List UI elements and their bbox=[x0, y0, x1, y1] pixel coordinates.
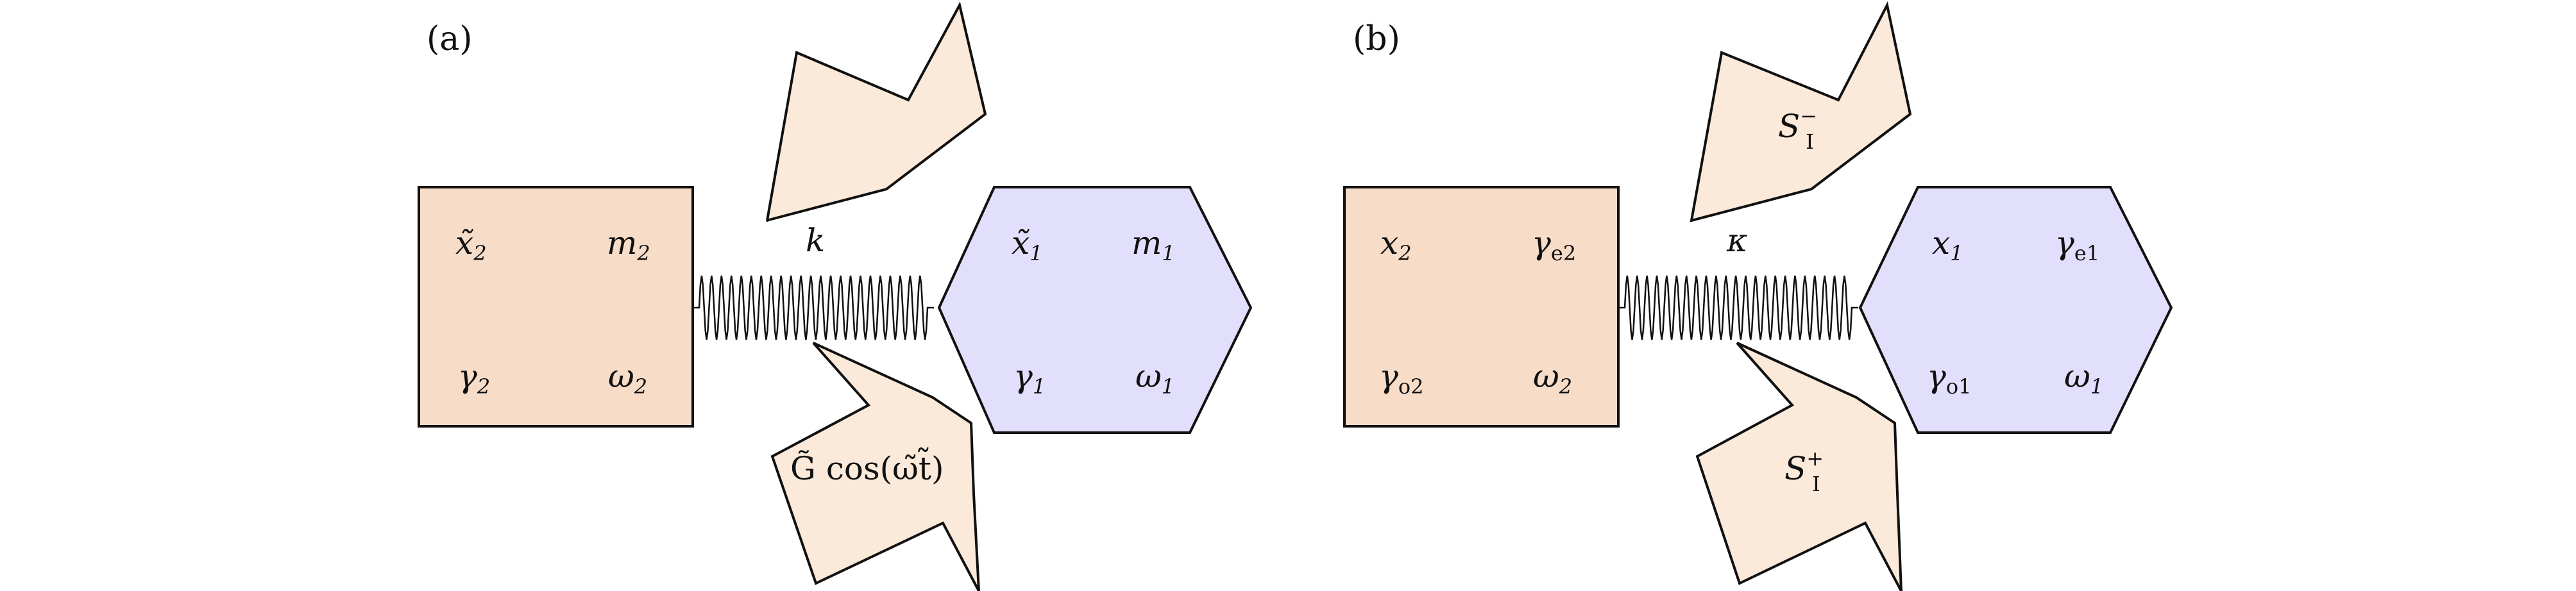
oscillator-1-hexagon-b bbox=[1858, 186, 2173, 434]
spring-a bbox=[693, 275, 934, 340]
spring-b-label: κ bbox=[1726, 222, 1748, 259]
spring-a-label: k bbox=[806, 222, 825, 259]
square-top-right-label: m2 bbox=[607, 224, 650, 265]
panel-a-tag: (a) bbox=[427, 20, 473, 58]
hexagon-b-bottom-right-label: ω1 bbox=[2064, 358, 2103, 399]
square-bottom-left-label: γ2 bbox=[458, 358, 490, 399]
square-b-bottom-left-label: γo2 bbox=[1379, 358, 1424, 399]
input-arrow-b-label: S+I bbox=[1784, 446, 1824, 496]
hexagon-bottom-right-label: ω1 bbox=[1135, 358, 1174, 399]
output-arrow bbox=[766, 1, 987, 222]
oscillator-2-square bbox=[418, 186, 694, 428]
spring-b bbox=[1618, 275, 1858, 340]
square-b-bottom-right-label: ω2 bbox=[1533, 358, 1572, 399]
hexagon-b-top-left-label: x1 bbox=[1932, 224, 1963, 265]
oscillator-2-square-b bbox=[1343, 186, 1620, 428]
oscillator-1-params: x̃1 m1 γ1 ω1 bbox=[1012, 224, 1175, 399]
oscillator-1-hexagon bbox=[937, 186, 1253, 434]
panel-b: (b) S−I x2 γe2 γo2 ω2 κ S+I bbox=[1343, 1, 2173, 591]
hexagon-top-left-label: x̃1 bbox=[1012, 224, 1043, 265]
square-bottom-right-label: ω2 bbox=[608, 358, 647, 399]
oscillator-2-params-b: x2 γe2 γo2 ω2 bbox=[1379, 224, 1576, 399]
oscillator-2-params: x̃2 m2 γ2 ω2 bbox=[455, 224, 650, 399]
input-arrow bbox=[770, 342, 980, 591]
output-arrow-b-label: S−I bbox=[1778, 104, 1817, 154]
oscillator-1-params-b: x1 γe1 γo1 ω1 bbox=[1927, 224, 2103, 399]
input-arrow-b bbox=[1695, 342, 1902, 591]
square-b-top-left-label: x2 bbox=[1380, 224, 1412, 265]
panel-b-tag: (b) bbox=[1353, 20, 1400, 58]
output-arrow-b bbox=[1690, 1, 1912, 222]
hexagon-bottom-left-label: γ1 bbox=[1013, 358, 1046, 399]
input-arrow-label: G̃ cos(ω̃t̃) bbox=[790, 447, 944, 487]
square-b-top-right-label: γe2 bbox=[1532, 224, 1576, 265]
panel-a: (a) x̃2 m2 γ2 ω2 k bbox=[418, 1, 1253, 591]
hexagon-top-right-label: m1 bbox=[1131, 224, 1175, 265]
square-top-left-label: x̃2 bbox=[455, 224, 487, 265]
hexagon-b-bottom-left-label: γo1 bbox=[1927, 358, 1972, 399]
hexagon-b-top-right-label: γe1 bbox=[2055, 224, 2099, 265]
